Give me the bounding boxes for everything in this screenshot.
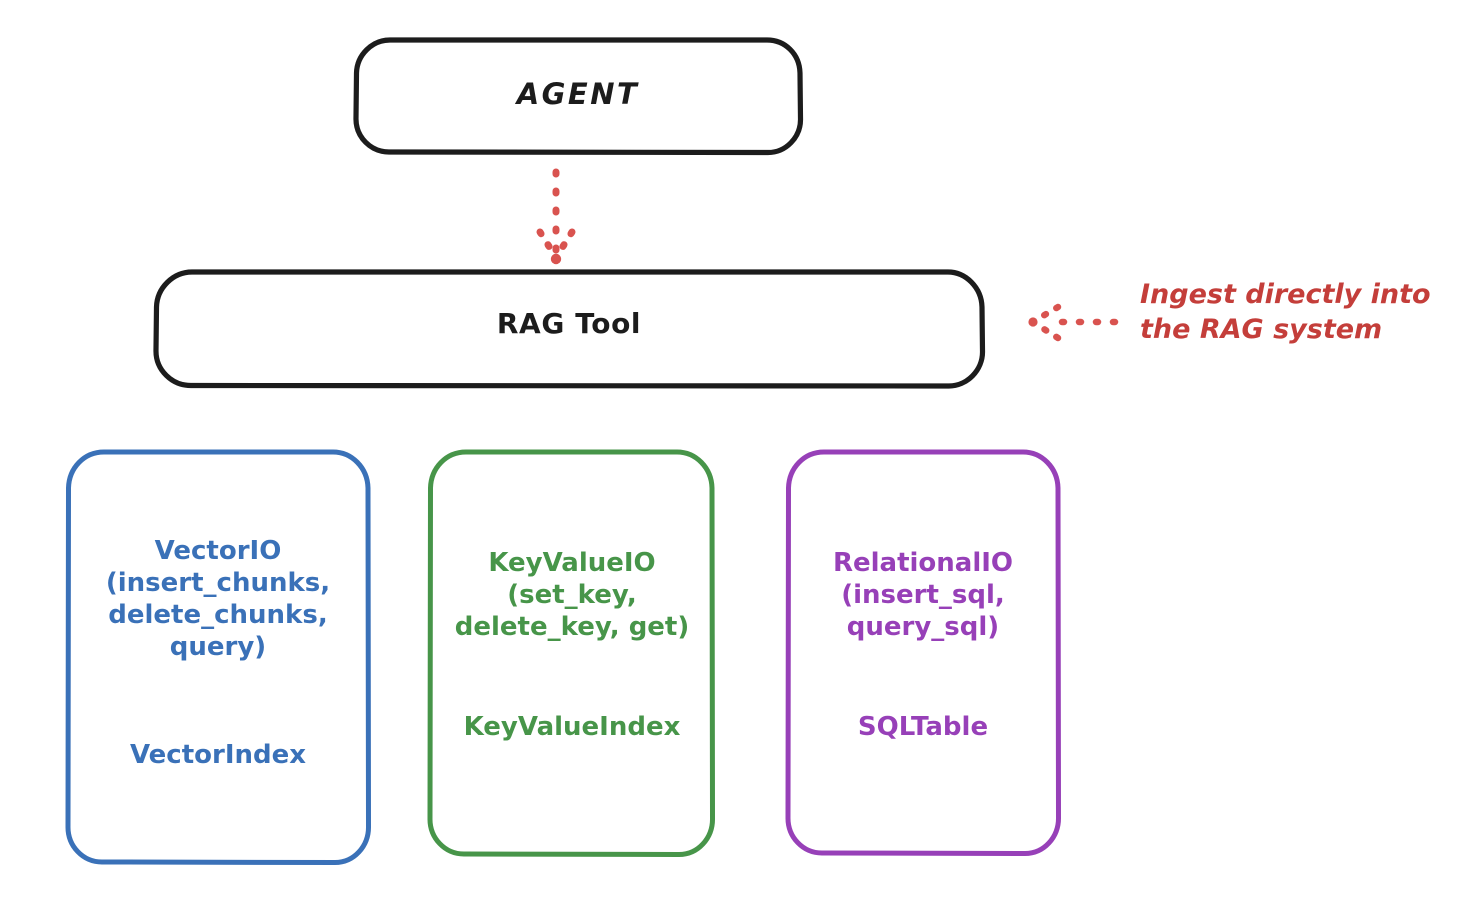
node-vector-io[interactable] — [65, 449, 372, 866]
ingest-arrow-upper — [1032, 303, 1062, 324]
node-keyvalue-io[interactable] — [427, 449, 716, 858]
node-rag-tool[interactable] — [153, 269, 986, 389]
ingest-arrow-lower — [1032, 320, 1062, 342]
agent-box-outline — [353, 37, 804, 156]
relational-io-box-outline — [785, 449, 1062, 857]
agent-rag-arrow-tip — [550, 253, 562, 265]
connector-agent-to-rag — [536, 168, 576, 265]
agent-rag-arrow-right — [553, 228, 576, 260]
keyvalue-io-box-outline — [427, 449, 716, 858]
rag-tool-box-outline — [153, 269, 986, 389]
vector-io-box-outline — [65, 449, 372, 866]
agent-rag-arrow-left — [536, 228, 559, 260]
node-agent[interactable] — [353, 37, 804, 156]
connector-ingest-to-rag — [1028, 303, 1119, 342]
ingest-arrow-tip — [1028, 317, 1038, 327]
node-relational-io[interactable] — [785, 449, 1062, 857]
